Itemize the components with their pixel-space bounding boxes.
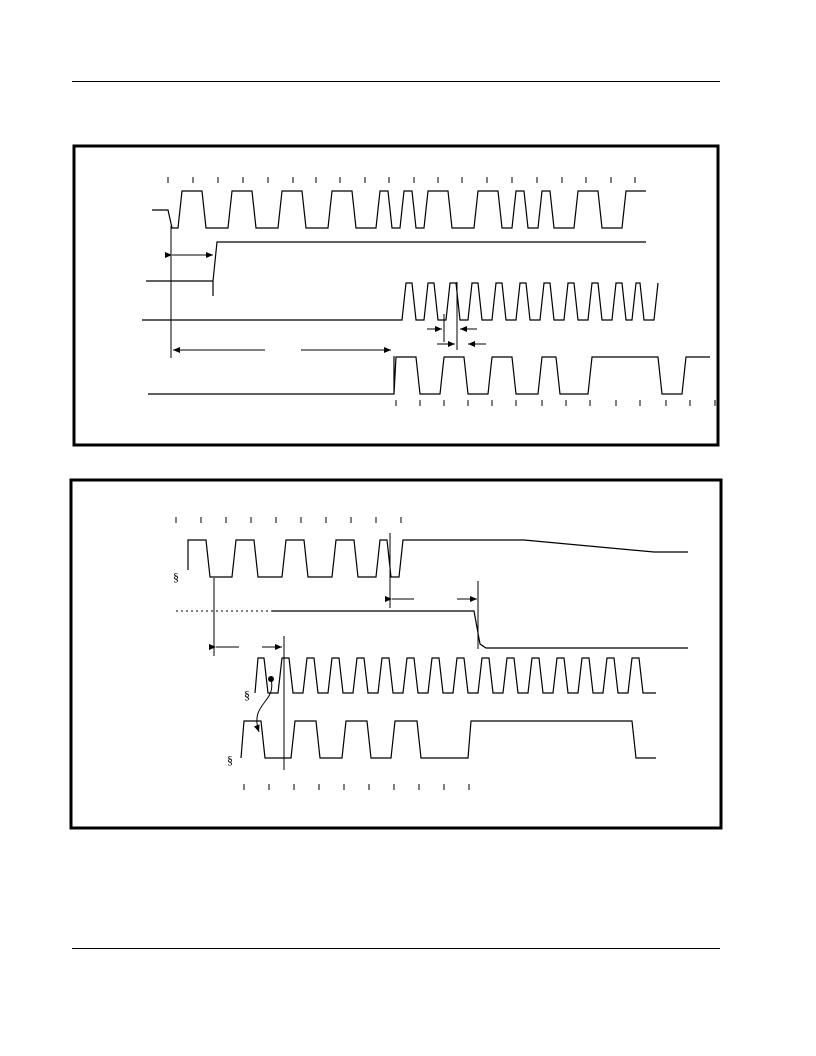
timing-diagram-1 [72, 144, 720, 447]
header-rule [72, 81, 720, 82]
clock-waveform [152, 190, 646, 229]
step-low-waveform [272, 610, 688, 649]
break-symbol: § [173, 570, 179, 584]
diagram-frame [69, 478, 723, 830]
diagram-frame [72, 144, 720, 447]
timing-diagram-2: § § § [69, 478, 723, 830]
causality-arrow [253, 678, 273, 733]
enable-step-signal [146, 241, 646, 296]
fast-clock-waveform [254, 657, 656, 694]
footer-rule [72, 948, 720, 949]
clock-stop-waveform [187, 539, 688, 578]
gated-clock-waveform [148, 356, 710, 395]
fast-clock-waveform [142, 282, 659, 321]
break-symbol: § [244, 688, 250, 702]
gated-clock-waveform [240, 720, 656, 759]
clock-tick-marks-top [167, 177, 636, 183]
clock-tick-marks-bottom [243, 784, 470, 790]
clock-tick-marks-bottom [395, 400, 716, 406]
clock-tick-marks-top [175, 517, 402, 523]
break-symbol: § [227, 753, 233, 767]
